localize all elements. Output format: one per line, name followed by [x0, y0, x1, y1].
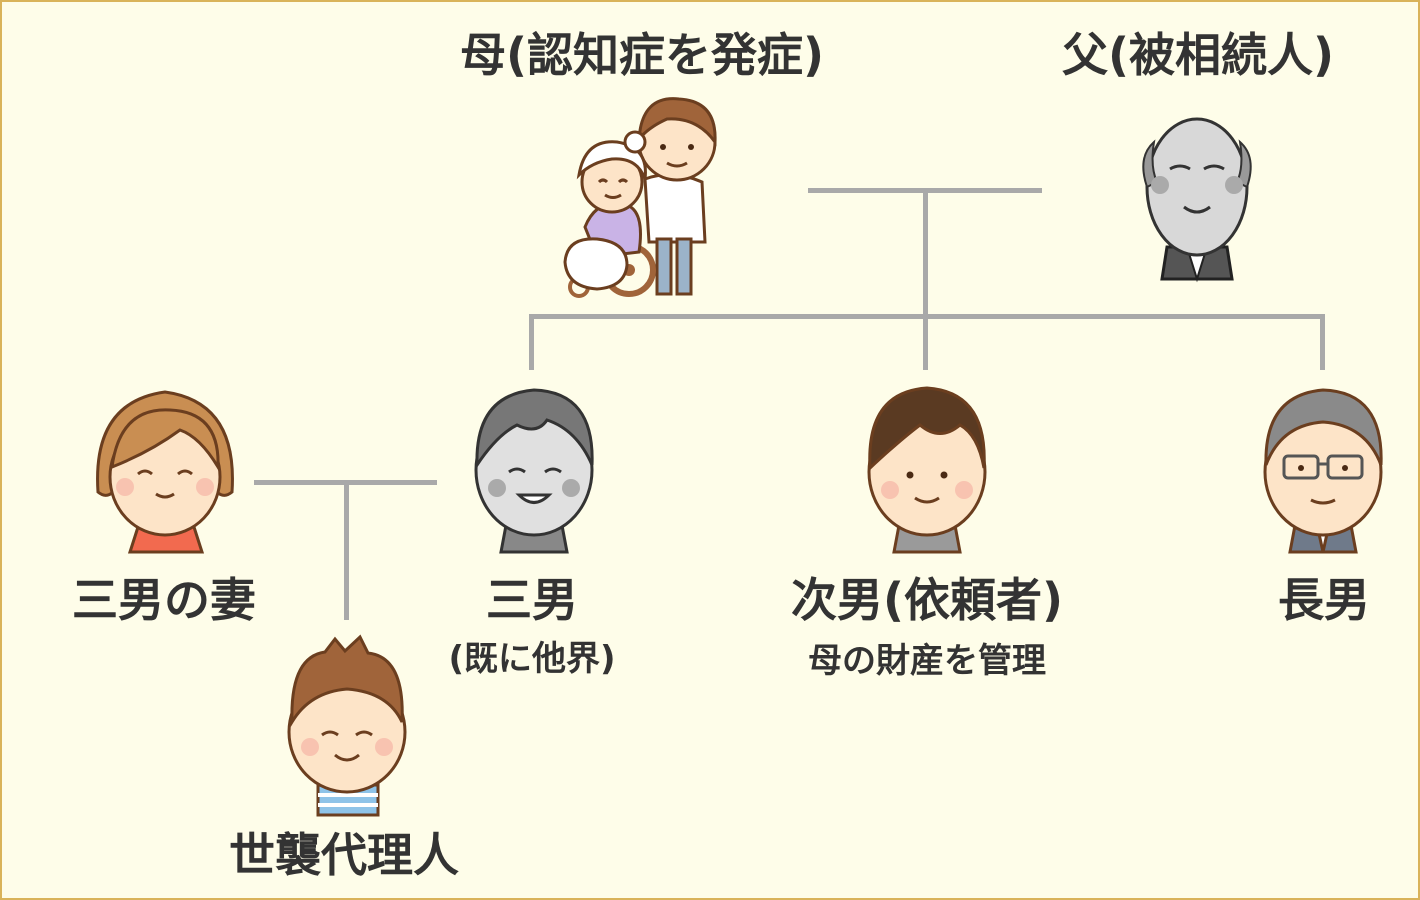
- parents-to-children-stem: [923, 190, 928, 318]
- second-son-figure: [867, 386, 987, 554]
- eldest-son-drop: [1320, 314, 1325, 370]
- mother-wheelchair-figure: [563, 97, 717, 298]
- third-son-drop: [529, 314, 534, 370]
- eldest-son-figure: [1263, 388, 1383, 554]
- heir-by-representation-figure: [287, 634, 407, 817]
- third-son-note: (既に他界): [448, 639, 616, 679]
- second-son-note: 母の財産を管理: [808, 641, 1046, 681]
- father-label: 父(被相続人): [1061, 28, 1335, 82]
- heir-by-representation-label: 世襲代理人: [229, 828, 459, 882]
- third-son-wife-figure: [96, 390, 234, 554]
- mother-label: 母(認知症を発症): [459, 28, 825, 82]
- father-figure: [1142, 117, 1252, 283]
- second-son-drop: [923, 314, 928, 370]
- third-son-wife-label: 三男の妻: [72, 573, 256, 627]
- third-son-figure: [474, 388, 594, 554]
- second-son-label: 次男(依頼者): [790, 573, 1064, 627]
- eldest-son-label: 長男: [1278, 573, 1370, 627]
- third-son-label: 三男: [486, 573, 578, 627]
- grandchild-drop: [344, 480, 349, 620]
